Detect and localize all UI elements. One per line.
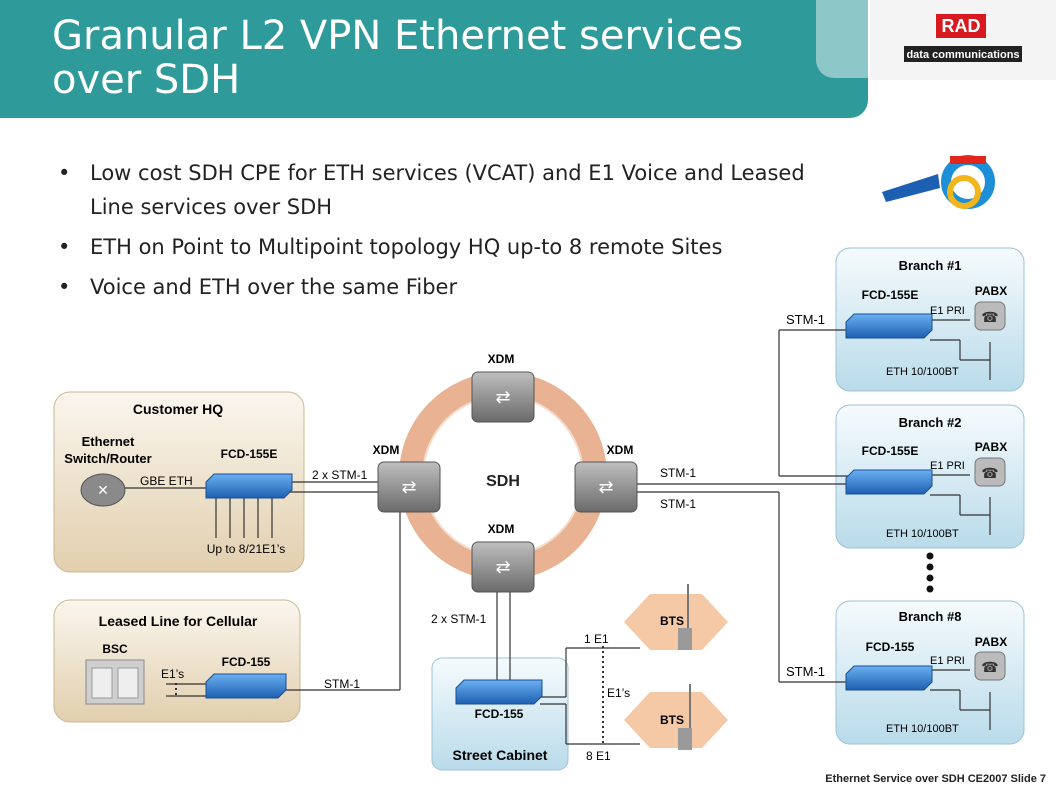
eight-e1-label: 8 E1 — [586, 749, 611, 763]
leased-title: Leased Line for Cellular — [99, 613, 258, 629]
bullet-item: ETH on Point to Multipoint topology HQ u… — [58, 230, 848, 264]
branch-2-e1: E1 PRI — [930, 460, 965, 472]
hq-stm-label: 2 x STM-1 — [312, 468, 368, 482]
street-stm-label: 2 x STM-1 — [431, 612, 487, 626]
branch-2-device: FCD-155E — [862, 444, 919, 458]
bts-top-hexagon — [624, 584, 728, 650]
pabx-phone-icon: ☎ — [974, 301, 1006, 331]
xdm-bottom-node: ⇄ — [471, 541, 535, 593]
svg-text:⇄: ⇄ — [401, 477, 416, 497]
svg-text:⇄: ⇄ — [495, 387, 510, 407]
branch-8-device: FCD-155 — [866, 640, 915, 654]
page-title: Granular L2 VPN Ethernet services over S… — [52, 13, 744, 103]
xdm-right-label: XDM — [607, 443, 634, 457]
switch-label-1: Ethernet — [82, 434, 135, 449]
hq-title: Customer HQ — [133, 401, 223, 417]
xdm-top-label: XDM — [488, 352, 515, 366]
branch-2-fcd-device — [845, 469, 933, 495]
hq-e1-note: Up to 8/21E1’s — [207, 542, 286, 556]
branch-8-stm-label: STM-1 — [786, 664, 825, 679]
branch-8-eth: ETH 10/100BT — [886, 723, 959, 735]
svg-text:⇄: ⇄ — [598, 477, 613, 497]
title-banner — [0, 0, 868, 118]
branch-1-pabx: PABX — [975, 284, 1007, 298]
connection-lines — [120, 319, 991, 745]
svg-text:⇄: ⇄ — [495, 557, 510, 577]
bts-e1s-label: E1’s — [607, 686, 630, 700]
pabx-phone-icon: ☎ — [974, 651, 1006, 681]
xdm-bottom-label: XDM — [488, 522, 515, 536]
title-banner-tab — [816, 0, 868, 78]
gbe-eth-label: GBE ETH — [140, 474, 193, 488]
dotted-lines — [175, 646, 604, 746]
hq-device-label: FCD-155E — [221, 447, 278, 461]
rad-logo-subtitle: data communications — [906, 49, 1019, 61]
branch-1-eth: ETH 10/100BT — [886, 366, 959, 378]
one-e1-label: 1 E1 — [584, 632, 609, 646]
more-branches-dots — [926, 552, 934, 593]
bullet-item: Voice and ETH over the same Fiber — [58, 270, 848, 304]
branch-8-fcd-device — [845, 665, 933, 691]
bsc-label: BSC — [102, 642, 128, 656]
svg-text:☎: ☎ — [981, 309, 998, 325]
street-fcd-device — [455, 679, 543, 705]
bsc-server-icon — [85, 659, 145, 705]
svg-text:☎: ☎ — [981, 659, 998, 675]
xdm-left-node: ⇄ — [377, 461, 441, 513]
leased-stm-label: STM-1 — [324, 677, 360, 691]
branch-1-fcd-device — [845, 313, 933, 339]
bullet-item: Low cost SDH CPE for ETH services (VCAT)… — [58, 156, 848, 224]
branch-1-device: FCD-155E — [862, 288, 919, 302]
branch-8-pabx: PABX — [975, 635, 1007, 649]
ptz8-logo — [882, 155, 995, 209]
svg-text:✕: ✕ — [97, 482, 109, 498]
xdm-right-node: ⇄ — [574, 461, 638, 513]
switch-label-2: Switch/Router — [64, 451, 151, 466]
branch-2-eth: ETH 10/100BT — [886, 528, 959, 540]
xdm-left-label: XDM — [373, 443, 400, 457]
right-stm-label-1: STM-1 — [660, 466, 696, 480]
switch-router-icon: ✕ — [80, 473, 126, 507]
bts-bottom-label: BTS — [660, 713, 684, 727]
bullet-list: Low cost SDH CPE for ETH services (VCAT)… — [58, 156, 848, 310]
leased-device-label: FCD-155 — [222, 655, 271, 669]
leased-fcd-device — [205, 673, 287, 699]
slide-footer: Ethernet Service over SDH CE2007 Slide 7 — [825, 773, 1046, 785]
rad-logo-text: RAD — [942, 16, 981, 36]
branch-2-pabx: PABX — [975, 440, 1007, 454]
branch-1-e1: E1 PRI — [930, 305, 965, 317]
branch-1-title: Branch #1 — [899, 258, 962, 273]
right-stm-label-2: STM-1 — [660, 497, 696, 511]
rad-logo-graphic: RAD data communications — [904, 14, 1022, 62]
bts-top-label: BTS — [660, 614, 684, 628]
branch-2-title: Branch #2 — [899, 415, 962, 430]
branch-1-stm-label: STM-1 — [786, 312, 825, 327]
hq-fcd-device — [205, 473, 293, 499]
svg-text:☎: ☎ — [981, 465, 998, 481]
branch-8-e1: E1 PRI — [930, 655, 965, 667]
xdm-top-node: ⇄ — [471, 371, 535, 423]
bts-bottom-hexagon — [624, 684, 728, 750]
street-cabinet-title: Street Cabinet — [453, 747, 548, 763]
sdh-label: SDH — [486, 473, 520, 490]
rad-logo: RAD data communications — [870, 0, 1056, 80]
leased-e1-label: E1’s — [161, 667, 184, 681]
branch-8-title: Branch #8 — [899, 609, 962, 624]
pabx-phone-icon: ☎ — [974, 457, 1006, 487]
street-device-label: FCD-155 — [475, 707, 524, 721]
